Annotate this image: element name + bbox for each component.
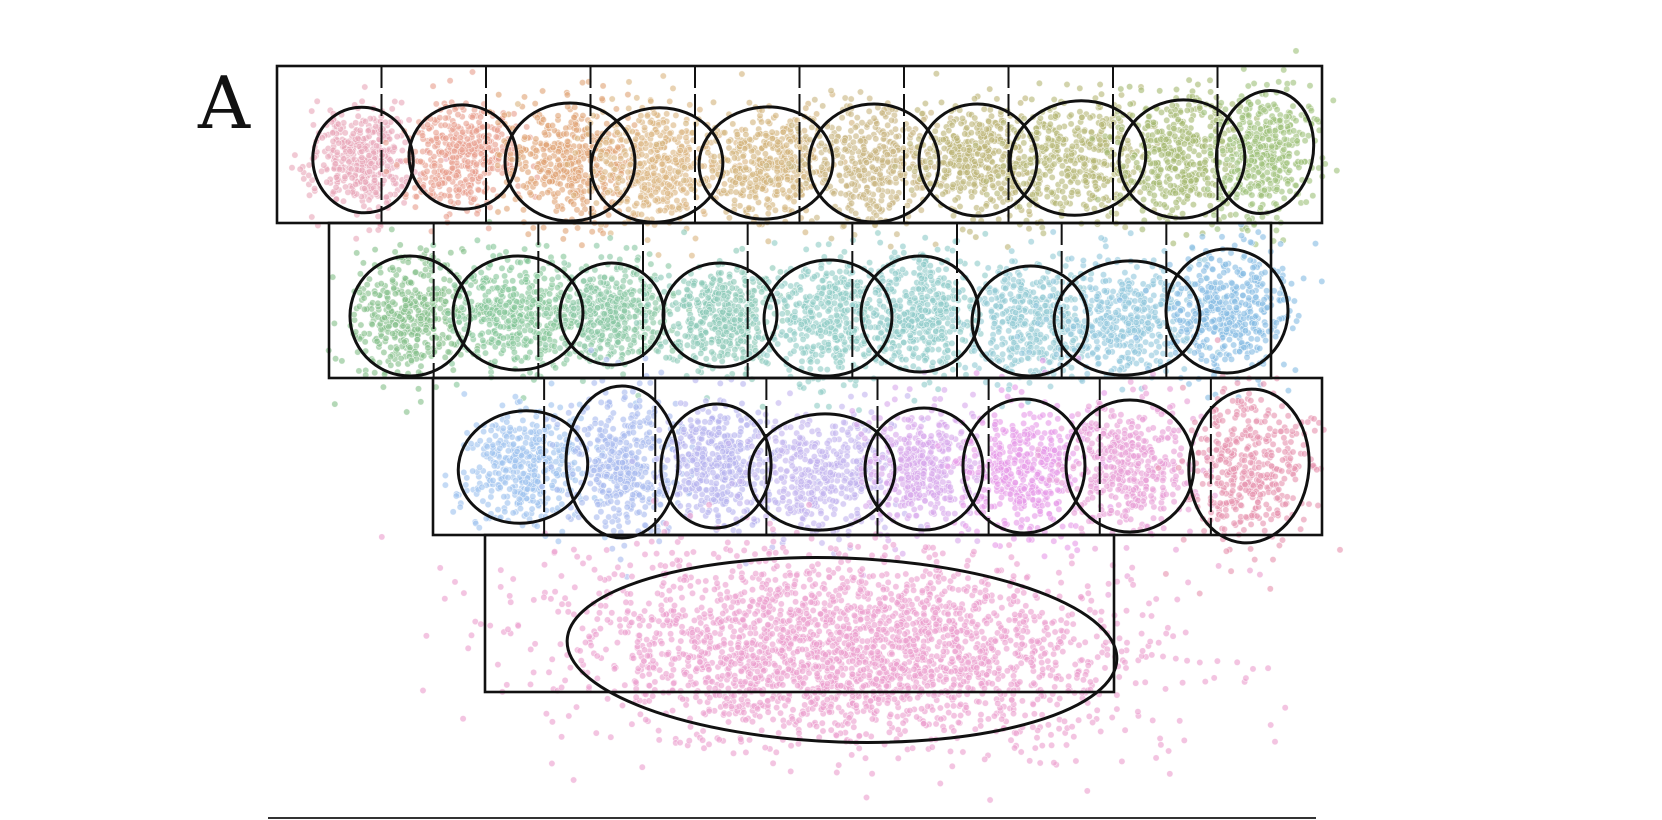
cluster-ellipse-3-8: [1187, 387, 1311, 545]
scatter-layer: [288, 47, 1344, 804]
cluster-points-2-2: [428, 236, 614, 402]
cluster-ellipse-1-10: [1214, 89, 1316, 215]
cluster-ellipse-1-9: [1117, 98, 1247, 220]
cluster-points-3-7: [1034, 370, 1219, 599]
cluster-ellipse-3-4: [747, 412, 897, 532]
cluster-ellipse-3-3: [659, 402, 773, 530]
cluster-ellipse-2-6: [859, 254, 981, 374]
cluster-ellipse-3-6: [961, 397, 1087, 535]
cluster-ellipse-2-5: [762, 258, 894, 378]
cluster-ellipse-1-4: [589, 106, 725, 224]
cluster-ellipse-3-5: [863, 406, 985, 532]
cluster-points-4-1: [378, 497, 1289, 804]
cluster-ellipse-2-9: [1164, 247, 1290, 375]
cluster-points-1-10: [1200, 47, 1341, 248]
cluster-ellipse-2-2: [451, 254, 585, 372]
panel-label: A: [197, 61, 251, 145]
cluster-ellipse-2-7: [970, 264, 1090, 378]
cluster-ellipse-2-4: [661, 261, 779, 369]
cluster-ellipse-1-2: [407, 103, 519, 211]
cluster-ellipse-1-8: [1008, 99, 1148, 217]
cluster-ellipse-3-2: [564, 384, 680, 540]
cluster-points-2-6: [844, 230, 1004, 405]
cluster-ellipse-1-7: [917, 102, 1039, 218]
cluster-points-2-1: [325, 218, 494, 416]
cluster-ellipse-2-8: [1052, 259, 1202, 377]
row-frame-4: [483, 533, 1116, 694]
cluster-ellipse-2-1: [348, 254, 472, 378]
cluster-ellipse-3-1: [456, 409, 590, 525]
cluster-points-2-8: [1013, 228, 1248, 394]
cluster-ellipse-3-7: [1064, 398, 1196, 534]
cluster-ellipse-1-5: [697, 105, 835, 221]
cluster-ellipse-1-6: [807, 102, 941, 224]
ellipse-layer: [311, 89, 1316, 744]
cluster-ellipse-1-3: [503, 101, 637, 223]
cluster-ellipse-4-1: [565, 556, 1119, 744]
cluster-points-3-6: [934, 354, 1114, 560]
